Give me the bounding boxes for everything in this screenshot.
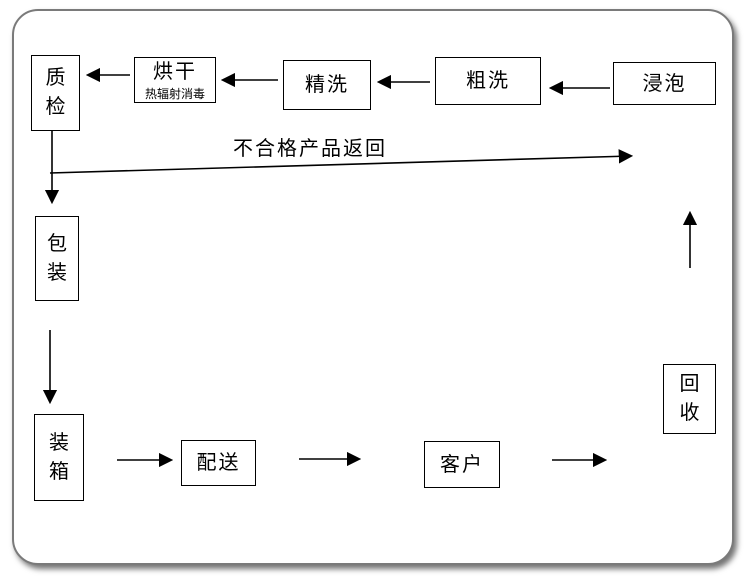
node-soak: 浸泡: [613, 62, 716, 105]
node-deliver-label: 配送: [196, 452, 241, 474]
node-box: 装箱: [34, 414, 84, 501]
node-fine-wash-label: 精洗: [305, 74, 349, 96]
node-customer-label: 客户: [440, 453, 484, 476]
node-deliver: 配送: [181, 440, 256, 486]
node-fine-wash: 精洗: [283, 60, 371, 110]
node-rough-wash-label: 粗洗: [466, 70, 510, 92]
node-dry: 烘干 热辐射消毒: [134, 57, 216, 103]
node-pack: 包装: [35, 216, 79, 301]
node-pack-label: 包装: [47, 232, 67, 284]
node-dry-sublabel: 热辐射消毒: [144, 87, 205, 102]
node-qc-label: 质检: [45, 67, 66, 118]
node-customer: 客户: [424, 441, 500, 488]
node-dry-label: 烘干: [153, 61, 197, 83]
node-qc: 质检: [31, 55, 80, 131]
node-soak-label: 浸泡: [642, 72, 687, 95]
node-rough-wash: 粗洗: [435, 57, 541, 105]
node-recycle-label: 回收: [679, 373, 700, 424]
edge-label-reject-return: 不合格产品返回: [233, 138, 387, 160]
node-box-label: 装箱: [49, 431, 69, 483]
node-recycle: 回收: [663, 364, 716, 434]
